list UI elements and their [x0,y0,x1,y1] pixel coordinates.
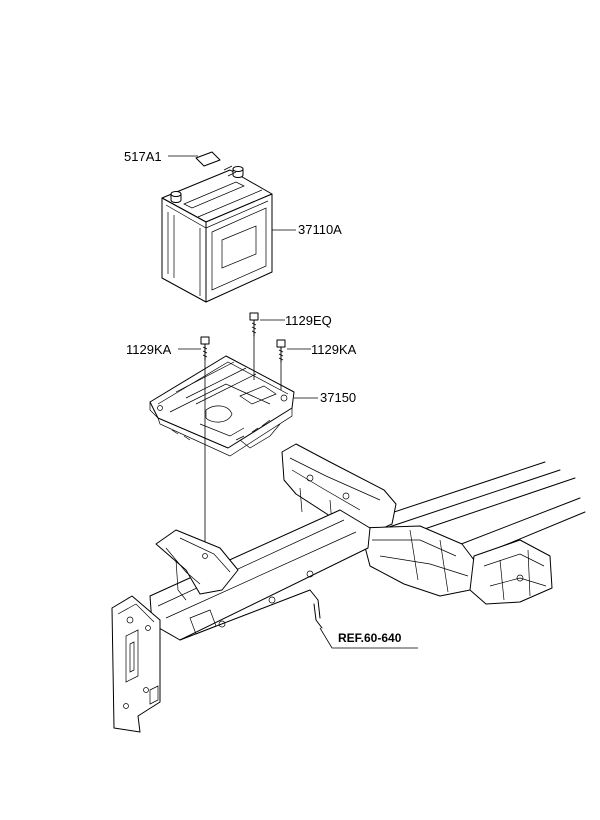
label-sticker-illustration [195,151,221,167]
callout-1129EQ: 1129EQ [260,313,332,328]
bolt-1129KA-right-illustration [276,339,286,363]
callout-517A1: 517A1 [124,149,198,164]
reference-label: REF.60-640 [338,631,402,645]
part-number-1129EQ: 1129EQ [285,313,332,328]
vehicle-frame-illustration [111,443,586,733]
callout-37110A: 37110A [272,222,342,237]
part-number-37150: 37150 [320,390,356,405]
bolt-alignment-line [204,336,282,552]
battery-terminal-negative [170,191,182,203]
bolt-1129KA-left-illustration [200,336,210,361]
part-number-1129KA-left: 1129KA [126,342,172,357]
callout-1129KA-right: 1129KA [287,342,357,357]
battery-illustration [161,165,273,303]
part-number-1129KA-right: 1129KA [311,342,357,357]
battery-terminal-positive [232,166,244,178]
battery-tray-illustration [149,355,295,457]
callout-reference: REF.60-640 [319,627,418,649]
bolt-1129EQ-illustration [249,312,259,337]
callout-37150: 37150 [294,390,356,405]
callout-1129KA-left: 1129KA [126,342,201,357]
part-number-517A1: 517A1 [124,149,162,164]
part-number-37110A: 37110A [298,222,342,237]
